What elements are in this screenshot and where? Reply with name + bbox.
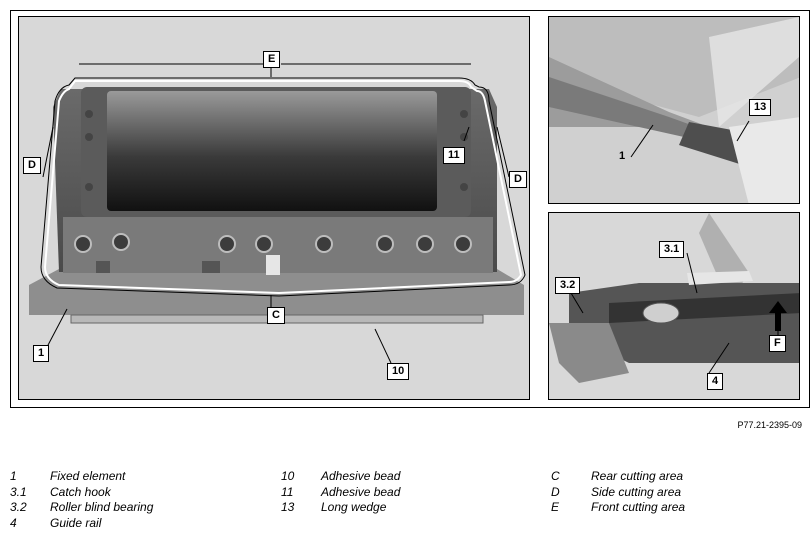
legend-item: D Side cutting area (551, 485, 801, 501)
detail-photo-wedge: 13 1 (548, 16, 800, 204)
legend-key: E (551, 500, 560, 514)
legend-key: 3.2 (10, 500, 27, 514)
legend-item: 13 Long wedge (281, 500, 521, 516)
legend-column-1: 1 Fixed element 3.1 Catch hook 3.2 Roller b… (10, 469, 250, 531)
legend-key: C (551, 469, 560, 483)
legend-label: Front cutting area (591, 500, 686, 514)
legend-label: Adhesive bead (321, 484, 401, 499)
legend-key: 1 (10, 469, 17, 483)
legend-key: 13 (281, 500, 295, 514)
callout-c: C (267, 307, 285, 324)
legend-label: Fixed element (50, 469, 126, 483)
callout-10: 10 (387, 363, 410, 380)
roof-frame-illustration (19, 17, 529, 399)
legend-item: 3.2 Roller blind bearing (10, 500, 250, 516)
legend-key: 10 (281, 469, 295, 483)
callout-1-detail: 1 (619, 150, 626, 162)
legend-label: Guide rail (50, 515, 102, 530)
callout-1: 1 (33, 345, 50, 362)
legend-key: D (551, 484, 560, 499)
legend-label: Roller blind bearing (50, 500, 154, 514)
legend-label: Long wedge (321, 500, 387, 514)
legend-item: 1 Fixed element (10, 469, 250, 485)
legend-key: 3.1 (10, 484, 27, 499)
legend-item: 10 Adhesive bead (281, 469, 521, 485)
callout-13: 13 (749, 99, 772, 116)
legend-column-3: C Rear cutting area D Side cutting area E F… (551, 469, 801, 516)
legend-item: C Rear cutting area (551, 469, 801, 485)
callout-3-2: 3.2 (555, 277, 581, 294)
callout-f: F (769, 335, 786, 352)
legend-item: 11 Adhesive bead (281, 485, 521, 501)
legend-label: Catch hook (50, 484, 111, 499)
legend-label: Rear cutting area (591, 469, 684, 483)
legend-label: Adhesive bead (321, 469, 401, 483)
legend-key: 4 (10, 515, 17, 530)
main-photo-panel: E D D 11 C 1 10 (18, 16, 530, 400)
callout-11: 11 (443, 147, 465, 164)
callout-d-right: D (509, 171, 527, 188)
callout-3-1: 3.1 (659, 241, 685, 258)
callout-4: 4 (707, 373, 724, 390)
legend-item: E Front cutting area (551, 500, 801, 516)
figure-reference: P77.21-2395-09 (737, 420, 802, 430)
legend-item: 4 Guide rail (10, 516, 250, 532)
callout-e: E (263, 51, 281, 68)
detail-photo-guide-rail: 3.1 3.2 F 4 (548, 212, 800, 400)
legend-label: Side cutting area (591, 484, 682, 499)
legend-item: 3.1 Catch hook (10, 485, 250, 501)
legend-key: 11 (281, 484, 294, 499)
callout-d-left: D (23, 157, 41, 174)
